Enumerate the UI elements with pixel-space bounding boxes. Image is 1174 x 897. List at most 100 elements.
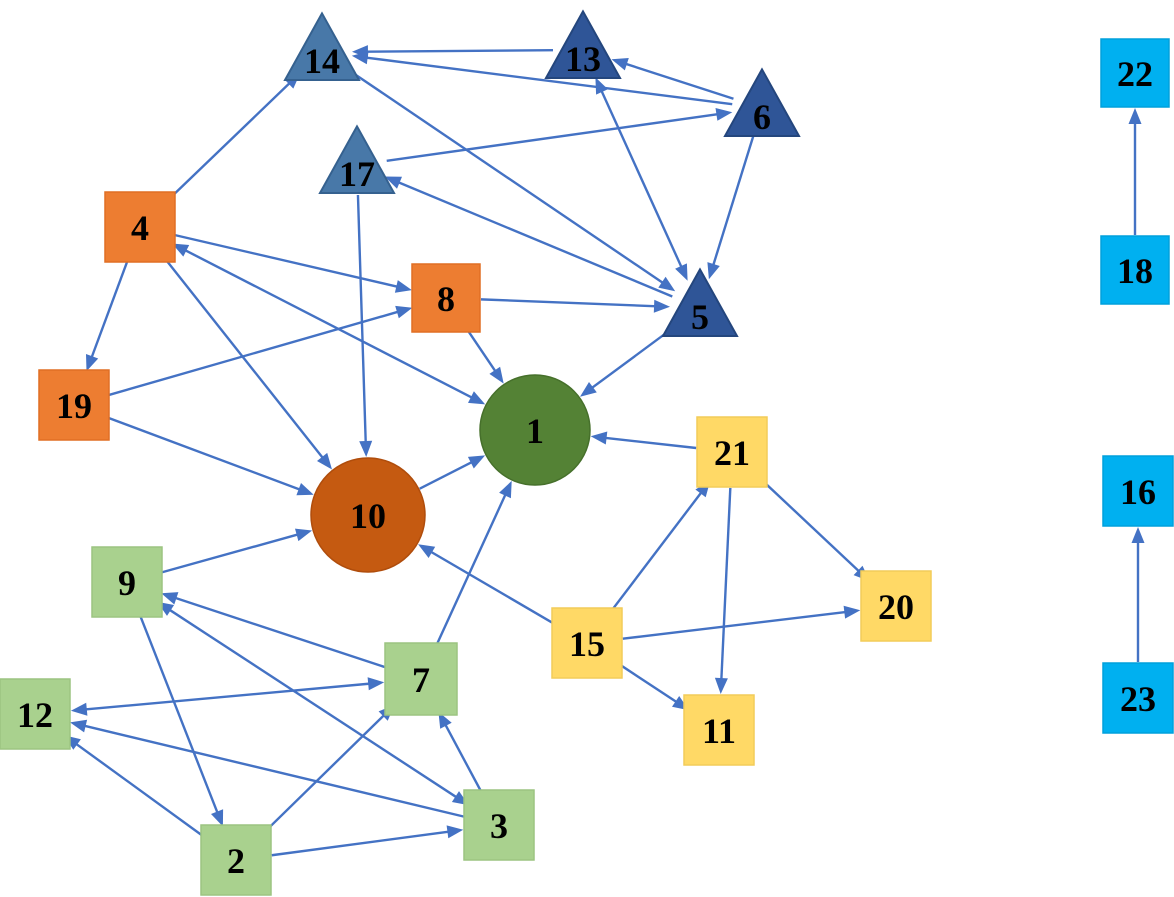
node-6[interactable]: 6 — [723, 67, 801, 137]
edge-connector — [757, 475, 862, 574]
edge-connector — [108, 310, 401, 397]
edge-connector — [172, 596, 387, 669]
arrowhead-icon — [418, 544, 436, 558]
node-2[interactable]: 2 — [200, 824, 272, 896]
arrowhead-icon — [675, 263, 688, 281]
edge-connector — [260, 712, 387, 836]
arrowhead-icon — [172, 243, 190, 257]
edge-13-14 — [352, 45, 554, 59]
edge-connector — [607, 490, 704, 616]
arrowhead-icon — [658, 276, 676, 292]
edge-6-14 — [351, 51, 733, 106]
edge-19-10 — [107, 416, 314, 496]
node-20[interactable]: 20 — [860, 570, 932, 642]
square-shape[interactable] — [463, 789, 535, 861]
edge-connector — [174, 233, 400, 289]
square-shape[interactable] — [1102, 662, 1174, 734]
edge-connector — [616, 661, 679, 705]
node-8[interactable]: 8 — [411, 263, 481, 333]
node-4[interactable]: 4 — [104, 191, 176, 263]
edge-4-10 — [161, 254, 332, 470]
node-15[interactable]: 15 — [551, 607, 623, 679]
edge-connector — [139, 615, 220, 816]
square-shape[interactable] — [200, 824, 272, 896]
arrowhead-icon — [714, 677, 728, 694]
arrowhead-icon — [467, 455, 486, 469]
node-18[interactable]: 18 — [1100, 235, 1170, 305]
triangle-shape[interactable] — [723, 67, 801, 137]
triangle-shape[interactable] — [283, 11, 361, 81]
node-7[interactable]: 7 — [384, 642, 458, 716]
arrowhead-icon — [70, 719, 88, 733]
arrowhead-icon — [1128, 108, 1142, 124]
node-23[interactable]: 23 — [1102, 662, 1174, 734]
edge-connector — [386, 112, 720, 163]
square-shape[interactable] — [0, 678, 71, 750]
edge-8-1 — [464, 326, 504, 384]
edge-2-7 — [260, 704, 395, 836]
edge-8-5 — [480, 298, 670, 313]
square-shape[interactable] — [91, 546, 163, 618]
edge-connector — [161, 254, 325, 461]
edge-14-5 — [346, 67, 676, 292]
arrowhead-icon — [317, 452, 332, 470]
arrowhead-icon — [843, 605, 861, 619]
node-13[interactable]: 13 — [544, 9, 622, 79]
edge-connector — [167, 607, 459, 800]
edge-3-7 — [438, 711, 484, 794]
node-19[interactable]: 19 — [38, 369, 110, 441]
node-14[interactable]: 14 — [283, 11, 361, 81]
edge-23-16 — [1131, 527, 1145, 662]
edge-connector — [464, 326, 498, 374]
square-shape[interactable] — [1102, 455, 1174, 527]
arrowhead-icon — [468, 391, 486, 405]
node-1[interactable]: 1 — [479, 374, 591, 486]
edge-connector — [428, 549, 557, 626]
square-shape[interactable] — [1100, 38, 1170, 108]
square-shape[interactable] — [384, 642, 458, 716]
node-11[interactable]: 11 — [683, 694, 755, 766]
square-shape[interactable] — [411, 263, 481, 333]
node-5[interactable]: 5 — [661, 267, 739, 337]
triangle-shape[interactable] — [318, 124, 396, 194]
node-3[interactable]: 3 — [463, 789, 535, 861]
edge-5-1 — [580, 324, 677, 397]
node-21[interactable]: 21 — [696, 416, 768, 488]
triangle-shape[interactable] — [544, 9, 622, 79]
triangle-shape[interactable] — [661, 267, 739, 337]
square-shape[interactable] — [1100, 235, 1170, 305]
edge-10-1 — [419, 455, 486, 490]
square-shape[interactable] — [551, 607, 623, 679]
node-12[interactable]: 12 — [0, 678, 71, 750]
edge-17-10 — [356, 194, 373, 457]
edge-4-8 — [174, 233, 412, 293]
arrowhead-icon — [351, 51, 369, 65]
node-22[interactable]: 22 — [1100, 38, 1170, 108]
arrowhead-icon — [161, 592, 179, 605]
arrowhead-icon — [296, 483, 314, 496]
node-16[interactable]: 16 — [1102, 455, 1174, 527]
edge-15-11 — [616, 661, 689, 711]
edge-7-9 — [161, 592, 387, 669]
node-9[interactable]: 9 — [91, 546, 163, 618]
edge-2-3 — [271, 825, 464, 857]
circle-shape[interactable] — [479, 374, 591, 486]
edge-connector — [435, 492, 508, 646]
edge-4-19 — [86, 260, 129, 372]
arrowhead-icon — [438, 711, 452, 729]
edge-7-12 — [70, 677, 385, 716]
edge-connector — [165, 80, 292, 203]
node-17[interactable]: 17 — [318, 124, 396, 194]
arrowhead-icon — [595, 77, 608, 95]
circle-shape[interactable] — [310, 457, 426, 573]
arrowhead-icon — [653, 299, 670, 313]
square-shape[interactable] — [860, 570, 932, 642]
square-shape[interactable] — [38, 369, 110, 441]
node-10[interactable]: 10 — [310, 457, 426, 573]
arrowhead-icon — [211, 809, 224, 827]
square-shape[interactable] — [696, 416, 768, 488]
square-shape[interactable] — [683, 694, 755, 766]
edge-4-14 — [165, 72, 301, 203]
square-shape[interactable] — [104, 191, 176, 263]
